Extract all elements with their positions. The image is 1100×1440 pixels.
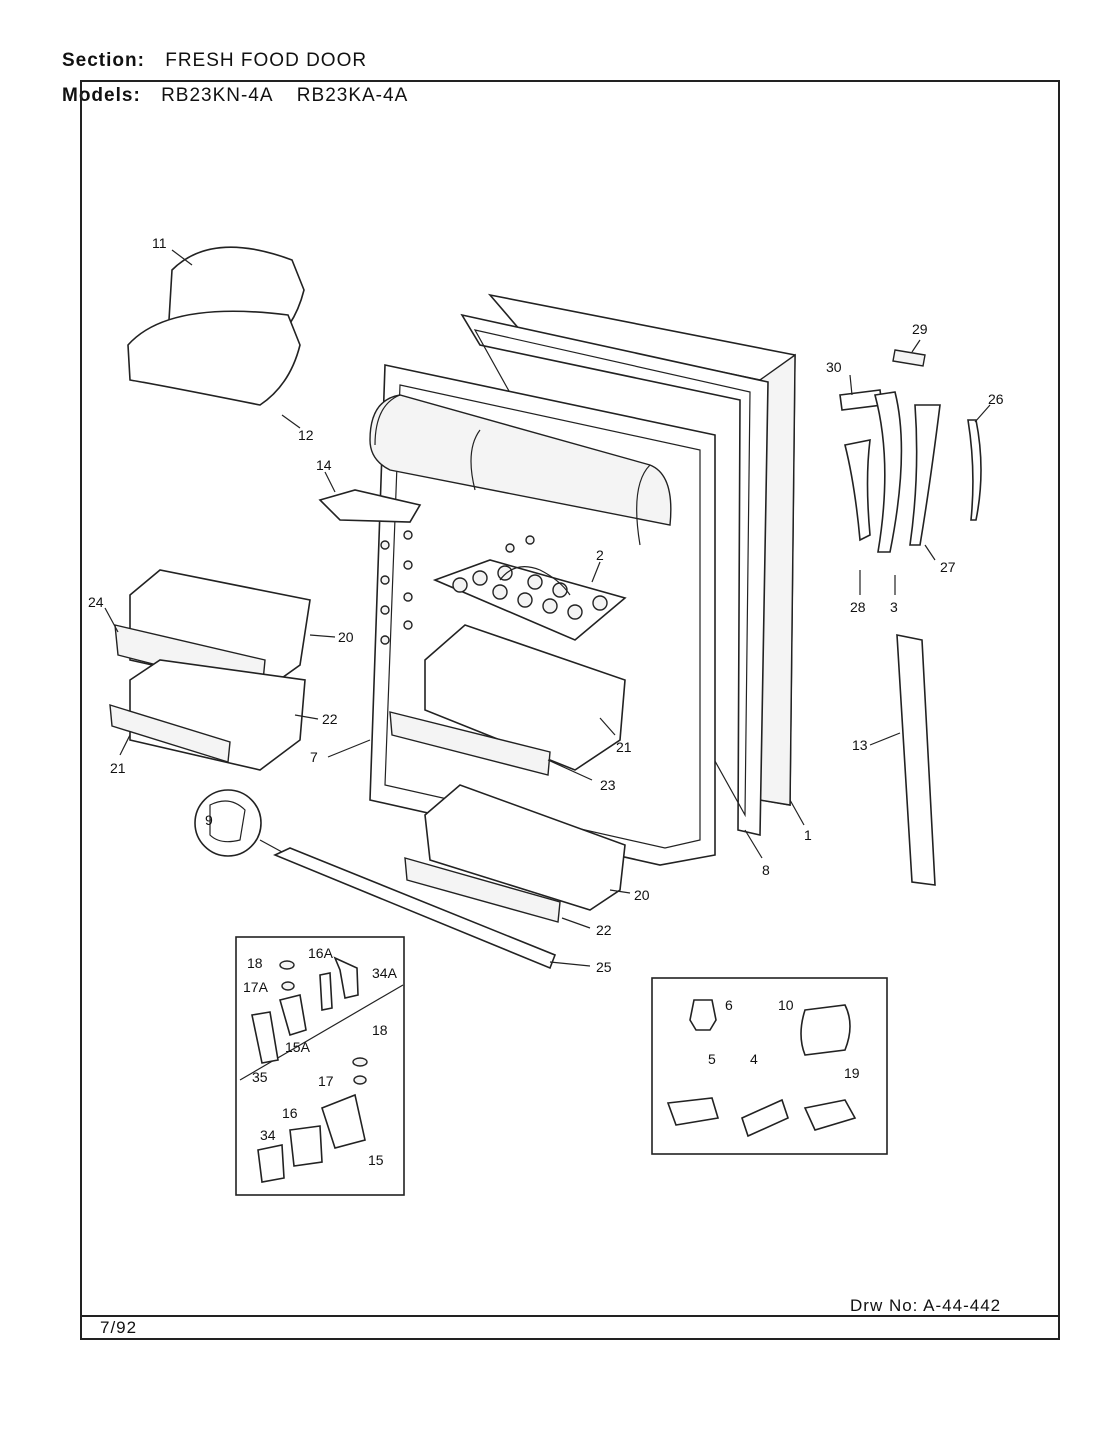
- callout-17: 17: [318, 1073, 334, 1089]
- hinge-cover-32: [892, 349, 926, 367]
- callout-16: 16: [282, 1105, 298, 1121]
- liner-inner-frame: [384, 384, 701, 849]
- hinge-strap-30: [909, 404, 941, 546]
- hinge-strap-3: [873, 391, 903, 553]
- callout-34A: 34A: [372, 965, 398, 981]
- model-1: RB23KN-4A: [161, 85, 273, 106]
- callout-7: 7: [310, 749, 318, 765]
- model-2: RB23KA-4A: [296, 85, 409, 106]
- callout-6: 6: [725, 997, 733, 1013]
- callout-11: 11: [152, 235, 167, 251]
- callout-29: 26: [988, 391, 1004, 407]
- callout-22: 22: [322, 711, 338, 727]
- callout-20: 20: [338, 629, 354, 645]
- door-shelf-21: [424, 624, 626, 771]
- callout-8: 8: [762, 862, 770, 878]
- callout-15A: 15A: [285, 1039, 311, 1055]
- drawing-number: Drw No: A-44-442: [850, 1296, 1002, 1315]
- callout-13: 13: [852, 737, 868, 753]
- door-gasket: [460, 313, 769, 836]
- accessory-parts: [666, 999, 857, 1138]
- callout-33: 30: [826, 359, 842, 375]
- dairy-cover-12: [127, 310, 301, 406]
- dairy-handle-14: [318, 489, 422, 523]
- section-value: FRESH FOOD DOOR: [165, 50, 368, 71]
- bottom-trim-28: [273, 847, 557, 970]
- callout-5: 5: [708, 1051, 716, 1067]
- callout-26: 23: [600, 777, 616, 793]
- callout-12: 12: [298, 427, 314, 443]
- callout-31: 28: [850, 599, 866, 615]
- callout-2: 2: [596, 547, 604, 563]
- callout-15: 15: [368, 1152, 384, 1168]
- callout-labels: 11 12 14 2 24 20 22 21 21 23 7 8 1 13 20…: [88, 235, 1004, 1168]
- callout-35: 35: [252, 1069, 268, 1085]
- detail-9-leader: [259, 839, 283, 853]
- egg-cups: [452, 565, 608, 620]
- callout-27: 24: [88, 594, 104, 610]
- door-shelf-23: [424, 784, 626, 911]
- callout-24: 21: [110, 760, 126, 776]
- callout-3: 3: [890, 599, 898, 615]
- callout-32: 29: [912, 321, 928, 337]
- hinge-kit-parts: [251, 956, 368, 1183]
- callout-30: 27: [940, 559, 956, 575]
- callout-1: 1: [804, 827, 812, 843]
- shelf-front-25: [404, 857, 561, 923]
- callout-18-lower: 18: [372, 1022, 388, 1038]
- callout-10: 10: [778, 997, 794, 1013]
- detail-9-part: [209, 800, 246, 843]
- callout-17A: 17A: [243, 979, 269, 995]
- liner-upper-shelf: [369, 394, 672, 526]
- egg-tray-handle: [499, 566, 571, 596]
- callout-14: 14: [316, 457, 332, 473]
- shelf-front-26: [389, 711, 551, 776]
- callout-28: 25: [596, 959, 612, 975]
- footer-divider: [80, 1315, 1060, 1317]
- callout-16A: 16A: [308, 945, 334, 961]
- callout-19: 19: [844, 1065, 860, 1081]
- callout-leaders: [104, 249, 991, 967]
- callout-4: 4: [750, 1051, 758, 1067]
- shelf-curves: [374, 394, 651, 546]
- callout-18-upper: 18: [247, 955, 263, 971]
- callout-25: 22: [596, 922, 612, 938]
- section-label: Section:: [62, 50, 145, 71]
- hinge-kit-divider: [239, 984, 404, 1081]
- callout-9: 9: [205, 812, 213, 828]
- side-trim-13: [896, 634, 936, 886]
- liner-holes: [380, 530, 535, 645]
- detail-circle-9: [194, 789, 262, 857]
- hinge-strap-31: [844, 438, 871, 542]
- callout-23: 20: [634, 887, 650, 903]
- drawing-frame: [80, 80, 1060, 1340]
- callout-21: 21: [616, 739, 632, 755]
- footer-date: 7/92: [100, 1318, 138, 1337]
- hinge-pin-29: [967, 419, 982, 521]
- shelf-front-24: [109, 704, 231, 763]
- section-heading: Section: FRESH FOOD DOOR: [62, 50, 367, 72]
- callout-34: 34: [260, 1127, 276, 1143]
